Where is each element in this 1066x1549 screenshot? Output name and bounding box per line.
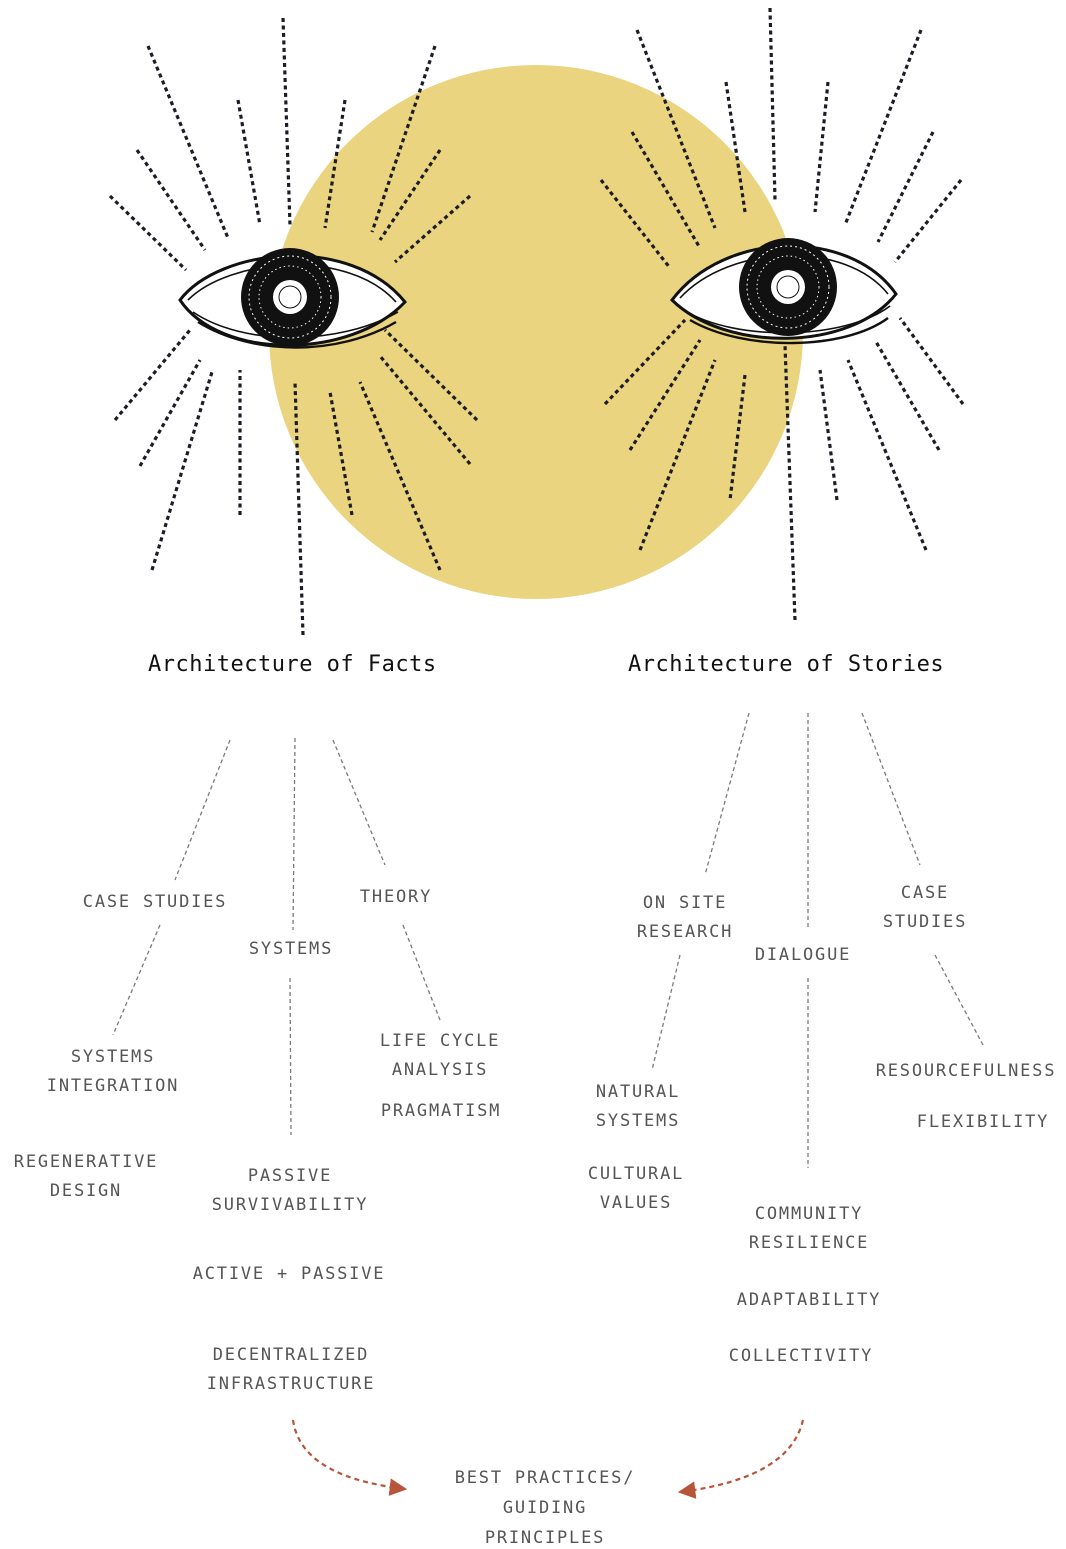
ray-line [895, 180, 961, 262]
label-line: GUIDING [455, 1493, 636, 1523]
label-collectivity: COLLECTIVITY [729, 1342, 873, 1371]
label-line: RESEARCH [637, 918, 733, 947]
label-theory: THEORY [360, 883, 432, 912]
label-case-studies-facts: CASE STUDIES [83, 888, 227, 917]
ray-line [238, 100, 260, 225]
ray-line [137, 150, 205, 250]
label-line: SURVIVABILITY [212, 1191, 368, 1220]
heading-stories: Architecture of Stories [628, 652, 944, 677]
label-resourcefulness: RESOURCEFULNESS [876, 1057, 1057, 1086]
label-pragmatism: PRAGMATISM [381, 1097, 501, 1126]
ray-line [820, 370, 837, 500]
ray-line [283, 18, 290, 225]
label-line: CASE STUDIES [83, 888, 227, 917]
label-systems: SYSTEMS [249, 935, 333, 964]
label-line: CULTURAL [588, 1160, 684, 1189]
label-line: REGENERATIVE [14, 1148, 158, 1177]
label-line: INTEGRATION [47, 1072, 179, 1101]
ray-line [875, 340, 939, 450]
label-adaptability: ADAPTABILITY [737, 1286, 881, 1315]
label-line: SYSTEMS [249, 935, 333, 964]
ray-line [815, 82, 828, 212]
ray-line [845, 30, 921, 225]
heading-facts: Architecture of Facts [148, 652, 437, 677]
label-line: LIFE CYCLE [380, 1027, 500, 1056]
label-line: STUDIES [883, 908, 967, 937]
label-line: BEST PRACTICES/ [455, 1463, 636, 1493]
label-line: ACTIVE + PASSIVE [193, 1260, 386, 1289]
label-line: RESOURCEFULNESS [876, 1057, 1057, 1086]
ray-line [115, 330, 190, 420]
label-line: DESIGN [14, 1177, 158, 1206]
ray-line [152, 372, 212, 570]
label-line: ANALYSIS [380, 1056, 500, 1085]
ray-line [770, 8, 775, 200]
label-line: THEORY [360, 883, 432, 912]
label-line: ADAPTABILITY [737, 1286, 881, 1315]
label-line: PRINCIPLES [455, 1523, 636, 1549]
label-active-passive: ACTIVE + PASSIVE [193, 1260, 386, 1289]
label-line: COLLECTIVITY [729, 1342, 873, 1371]
arrow-right [680, 1420, 803, 1492]
ray-line [148, 46, 228, 238]
label-flexibility: FLEXIBILITY [917, 1108, 1049, 1137]
label-line: DECENTRALIZED [207, 1341, 376, 1370]
label-line: NATURAL [596, 1078, 680, 1107]
label-line: FLEXIBILITY [917, 1108, 1049, 1137]
ray-line [140, 360, 200, 466]
label-line: PASSIVE [212, 1162, 368, 1191]
label-line: COMMUNITY [749, 1200, 869, 1229]
label-line: SYSTEMS [47, 1043, 179, 1072]
connector-lines [113, 713, 983, 1168]
label-dialogue: DIALOGUE [755, 941, 851, 970]
label-line: ON SITE [637, 889, 733, 918]
label-line: RESILIENCE [749, 1229, 869, 1258]
label-line: SYSTEMS [596, 1107, 680, 1136]
label-line: CASE [883, 879, 967, 908]
ray-line [900, 318, 963, 404]
label-line: DIALOGUE [755, 941, 851, 970]
ray-line [878, 132, 933, 242]
label-line: INFRASTRUCTURE [207, 1370, 376, 1399]
label-line: PRAGMATISM [381, 1097, 501, 1126]
label-line: VALUES [588, 1189, 684, 1218]
ray-line [848, 360, 926, 550]
arrow-left [293, 1420, 405, 1489]
